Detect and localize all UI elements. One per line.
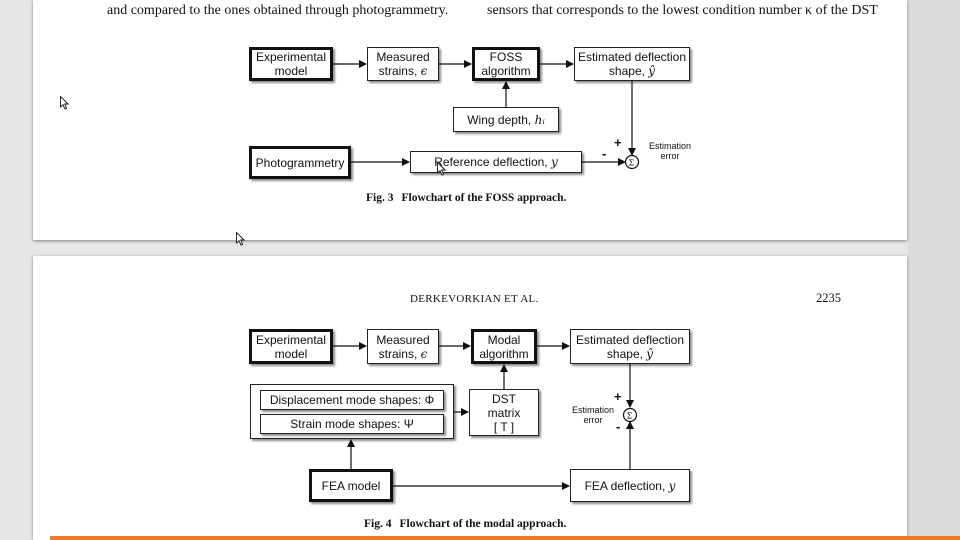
- fig4-y: y: [668, 478, 676, 493]
- fig4-fea-model-label: FEA model: [321, 478, 381, 493]
- fig4-dst-matrix-box: DST matrix [ T ]: [469, 389, 539, 436]
- fig3-measured-strains-label: Measured strains,: [376, 50, 430, 78]
- fig4-modal-algorithm-label: Modal algorithm: [479, 332, 529, 361]
- page-number: 2235: [816, 291, 841, 305]
- fig4-fea-deflection-box: FEA deflection, y: [570, 469, 690, 502]
- mouse-pointer-icon: [236, 232, 246, 246]
- fig3-photogrammetry-label: Photogrammetry: [255, 155, 345, 170]
- fig3-photogrammetry-box: Photogrammetry: [249, 146, 351, 179]
- fig3-wing-depth-label: Wing depth,: [467, 112, 532, 127]
- fig3-foss-algorithm-box: FOSS algorithm: [472, 47, 540, 81]
- fig4-measured-strains-box: Measured strains, ϵ: [367, 329, 439, 364]
- fig4-displacement-modes-box: Displacement mode shapes: Φ: [260, 390, 444, 410]
- body-text-left: and compared to the ones obtained throug…: [107, 3, 449, 18]
- fig4-plus-sign: +: [614, 389, 622, 404]
- fig3-estimation-error-label: Estimation error: [648, 141, 692, 161]
- fig3-summing-junction: [624, 154, 640, 170]
- fig4-y-hat: ŷ: [646, 346, 654, 361]
- fig4-modal-algorithm-box: Modal algorithm: [471, 329, 537, 364]
- fig4-experimental-model-label: Experimental model: [255, 332, 327, 361]
- fig4-fea-deflection-label: FEA deflection,: [584, 478, 666, 493]
- fig3-wing-depth-box: Wing depth, hᵢ: [453, 107, 559, 132]
- fig3-experimental-model-label: Experimental model: [255, 50, 327, 78]
- fig3-minus-sign: -: [602, 146, 607, 161]
- running-header: DERKEVORKIAN ET AL.: [410, 293, 539, 305]
- fig4-fea-model-box: FEA model: [309, 469, 393, 502]
- fig3-y-hat: ŷ: [648, 64, 656, 78]
- fig3-h-i: hᵢ: [534, 112, 545, 127]
- fig3-plus-sign: +: [614, 135, 622, 150]
- selection-highlight-bar: [50, 536, 960, 540]
- fig3-experimental-model-box: Experimental model: [249, 47, 333, 81]
- fig4-experimental-model-box: Experimental model: [249, 329, 333, 364]
- fig4-dst-matrix-label: DST matrix: [487, 391, 521, 420]
- fig3-y: y: [550, 155, 558, 169]
- fig4-psi-symbol: Ψ: [403, 417, 414, 431]
- fig4-estimated-deflection-label: Estimated deflection shape,: [575, 332, 685, 361]
- fig3-caption-label: Fig. 3: [366, 192, 394, 204]
- fig4-strain-modes-box: Strain mode shapes: Ψ: [260, 414, 444, 434]
- fig4-measured-strains-label: Measured strains,: [376, 332, 430, 361]
- fig3-reference-deflection-box: Reference deflection, y: [410, 151, 582, 173]
- fig4-sigma-symbol: Σ: [627, 412, 633, 421]
- fig3-sigma-symbol: Σ: [629, 159, 635, 168]
- fig4-caption: Fig. 4 Flowchart of the modal approach.: [364, 518, 566, 530]
- fig4-summing-junction: [622, 407, 638, 423]
- body-text-right: sensors that corresponds to the lowest c…: [487, 3, 878, 18]
- fig4-caption-text: Flowchart of the modal approach.: [399, 518, 567, 530]
- mouse-pointer-icon: [437, 162, 447, 176]
- fig3-estimated-deflection-label: Estimated deflection shape,: [577, 50, 687, 78]
- fig3-caption: Fig. 3 Flowchart of the FOSS approach.: [366, 192, 566, 204]
- mouse-pointer-icon: [60, 96, 70, 110]
- fig3-estimated-deflection-box: Estimated deflection shape, ŷ: [574, 47, 690, 81]
- fig4-t-matrix-label: [ T ]: [493, 419, 515, 434]
- viewer-background: [908, 0, 960, 540]
- fig4-estimated-deflection-box: Estimated deflection shape, ŷ: [570, 329, 690, 364]
- fig4-strain-modes-label: Strain mode shapes:: [290, 417, 401, 431]
- fig3-reference-deflection-label: Reference deflection,: [434, 155, 548, 169]
- fig4-minus-sign: -: [616, 419, 621, 434]
- fig3-foss-algorithm-label: FOSS algorithm: [481, 50, 531, 78]
- fig3-caption-text: Flowchart of the FOSS approach.: [401, 192, 567, 204]
- fig4-phi-symbol: Φ: [424, 393, 435, 407]
- fig3-strain-symbol: ϵ: [420, 64, 428, 78]
- fig3-measured-strains-box: Measured strains, ϵ: [367, 47, 439, 81]
- fig4-displacement-modes-label: Displacement mode shapes:: [269, 393, 422, 407]
- fig4-strain-symbol: ϵ: [420, 346, 428, 361]
- fig4-estimation-error-label: Estimation error: [571, 405, 615, 425]
- fig4-caption-label: Fig. 4: [364, 518, 392, 530]
